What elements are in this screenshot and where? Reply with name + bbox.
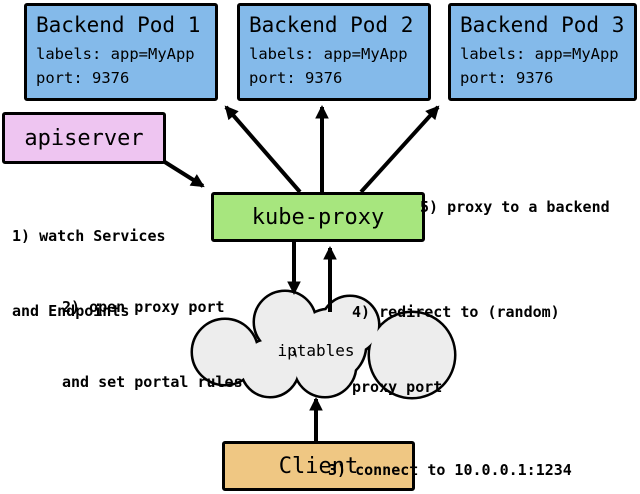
step-3-line-1: 3) connect to 10.0.0.1:1234 <box>328 461 572 479</box>
step-5-line-1: 5) proxy to a backend <box>420 198 610 216</box>
iptables-label: iptables <box>277 341 355 360</box>
arrow-apiserver-to-kube-proxy <box>158 157 205 188</box>
step-4-line-2: proxy port <box>352 378 443 396</box>
iptables-cloud-fill <box>193 292 454 397</box>
step-3-connect: 3) connect to 10.0.0.1:1234 <box>328 408 572 494</box>
step-2-open-proxy-port: 2) open proxy port and set portal rules <box>62 245 243 445</box>
backend-pod-2-title: Backend Pod 2 <box>249 13 414 37</box>
backend-pod-2-labels: labels: app=MyApp <box>249 45 408 63</box>
apiserver-box: apiserver <box>2 112 166 164</box>
backend-pod-1-labels: labels: app=MyApp <box>36 45 195 63</box>
backend-pod-1-title: Backend Pod 1 <box>36 13 201 37</box>
backend-pod-1-port: port: 9376 <box>36 69 130 87</box>
backend-pod-3-box: Backend Pod 3 labels: app=MyApp port: 93… <box>448 3 637 101</box>
arrow-kube-proxy-to-pod1 <box>224 105 302 194</box>
arrow-kube-proxy-to-pod3 <box>359 105 440 194</box>
backend-pod-2-box: Backend Pod 2 labels: app=MyApp port: 93… <box>237 3 431 101</box>
step-5-proxy-to-backend: 5) proxy to a backend <box>420 145 610 270</box>
client-box: Client <box>222 441 415 491</box>
step-2-line-2: and set portal rules <box>62 373 243 391</box>
step-1-line-1: 1) watch Services <box>12 227 166 245</box>
step-1-line-2: and Endpoints <box>12 302 130 320</box>
kube-proxy-box: kube-proxy <box>211 192 425 242</box>
backend-pod-1-box: Backend Pod 1 labels: app=MyApp port: 93… <box>24 3 218 101</box>
backend-pod-3-port: port: 9376 <box>460 69 554 87</box>
backend-pod-3-labels: labels: app=MyApp <box>460 45 619 63</box>
client-label: Client <box>278 453 359 479</box>
step-2-line-1: 2) open proxy port <box>62 298 225 316</box>
step-4-redirect: 4) redirect to (random) proxy port <box>352 250 560 450</box>
apiserver-label: apiserver <box>24 125 144 151</box>
step-1-watch-services: 1) watch Services and Endpoints <box>12 174 166 374</box>
step-4-line-1: 4) redirect to (random) <box>352 303 560 321</box>
kube-proxy-label: kube-proxy <box>251 204 385 230</box>
backend-pod-2-port: port: 9376 <box>249 69 343 87</box>
backend-pod-3-title: Backend Pod 3 <box>460 13 625 37</box>
